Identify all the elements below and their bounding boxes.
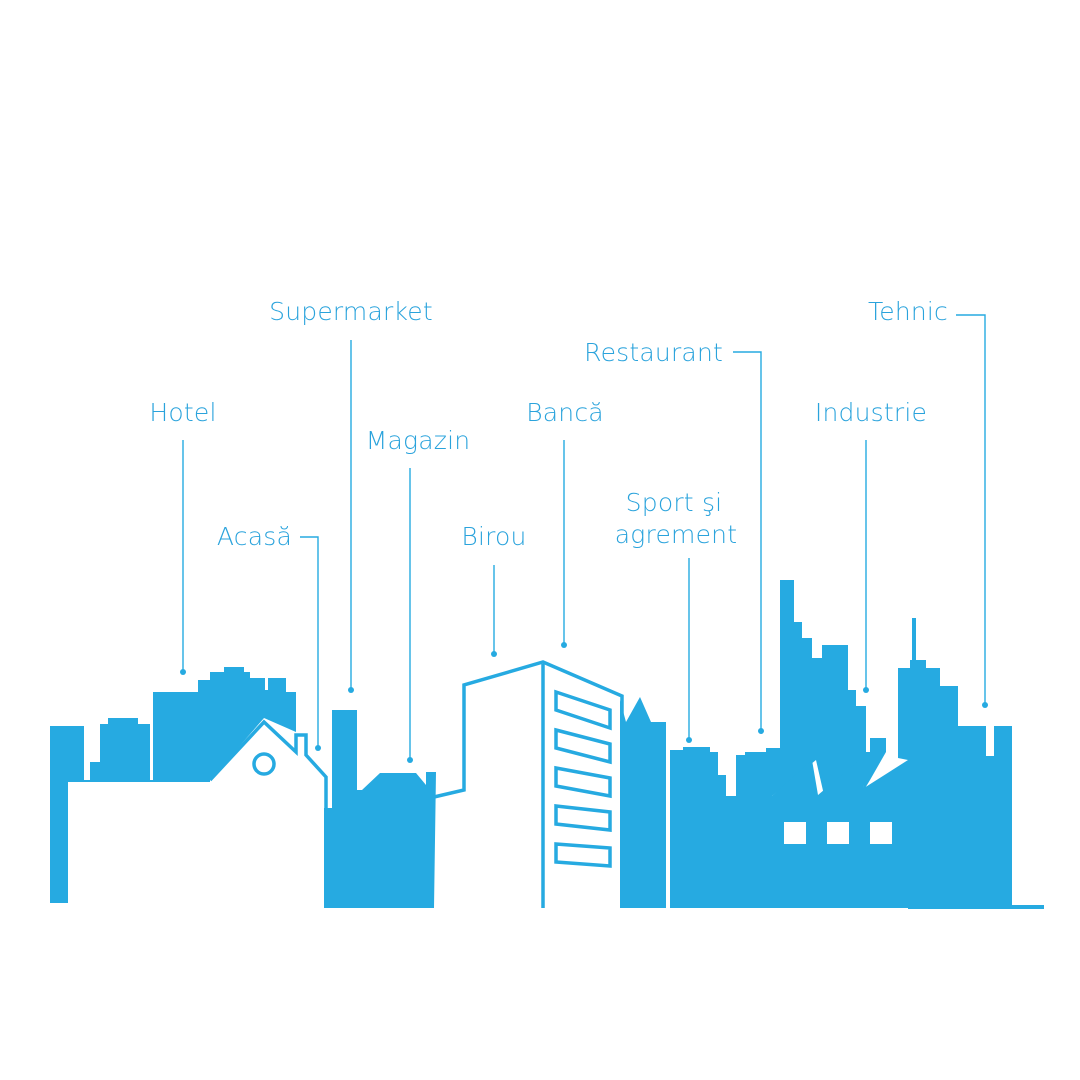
label-tehnic: Tehnic xyxy=(868,297,948,326)
label-supermarket: Supermarket xyxy=(269,297,433,326)
office-outline xyxy=(433,660,624,799)
label-banca: Bancă xyxy=(526,398,604,427)
label-acasa: Acasă xyxy=(216,522,292,551)
factory-window xyxy=(781,821,807,847)
factory-building xyxy=(726,758,908,908)
supermarket-building xyxy=(324,710,436,908)
label-industrie: Industrie xyxy=(814,398,928,427)
sport-building xyxy=(670,747,726,908)
hotel-building xyxy=(90,667,296,780)
factory-window xyxy=(824,821,850,847)
tehnic-building xyxy=(898,618,1044,909)
label-birou: Birou xyxy=(461,522,527,551)
house-window-circle xyxy=(252,752,276,776)
factory-window xyxy=(867,821,893,847)
label-sport-line1: Sport şi xyxy=(625,488,723,517)
office-tower xyxy=(620,697,666,908)
restaurant-building xyxy=(736,580,886,796)
label-magazin: Magazin xyxy=(365,426,471,455)
house-outline xyxy=(208,719,328,808)
left-building xyxy=(50,726,84,903)
label-hotel: Hotel xyxy=(149,398,217,427)
house-roof xyxy=(68,780,210,782)
label-restaurant: Restaurant xyxy=(584,338,723,367)
label-sport-line2: agrement xyxy=(614,520,738,549)
